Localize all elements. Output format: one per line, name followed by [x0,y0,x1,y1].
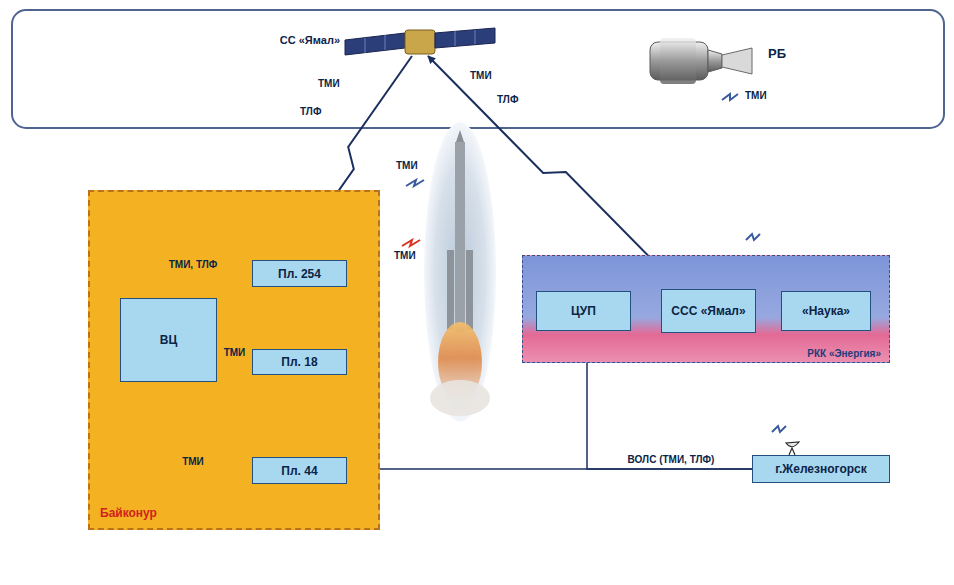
region-box: РКК «Энергия» ЦУП ССС «Ямал» «Наука» [522,255,890,363]
node-label: ВЦ [160,333,177,347]
process-box: г.Железногорск [752,455,890,483]
process-box: Пл. 44 [252,457,347,484]
node-label: Пл. 44 [281,464,317,478]
node-label: СС «Ямал» [280,34,340,46]
process-box: ССС «Ямал» [661,289,756,333]
signal-name: ТЛФ [497,94,518,106]
signal-name: ТМИ [318,78,340,90]
node-label: ССС «Ямал» [671,304,745,318]
node-label: «Наука» [802,304,850,318]
process-box: ВЦ [120,298,217,382]
rocket-picture [424,122,496,422]
signal-name: ТМИ [394,250,416,262]
process-box: Пл. 18 [252,349,347,375]
edge-label: ТМИ [182,456,204,468]
top-band [12,10,944,128]
signal-name: ТЛФ [300,106,321,118]
upper-stage-picture [650,38,752,84]
edge-label: ТМИ [224,347,246,359]
node-label: г.Железногорск [775,462,867,476]
signal-name: ТМИ [470,70,492,82]
edge-label: ТМИ, ТЛФ [169,259,218,271]
region-box: Байконур Пл. 254ВЦ Пл. 18 Пл. 44 [88,190,380,530]
signal-name: ТМИ [745,90,767,102]
part-name: РБ [768,46,786,62]
node-label: ЦУП [571,304,596,318]
process-box: Пл. 254 [252,260,347,287]
process-box: ЦУП [536,291,631,331]
satellite-picture [345,28,495,55]
signal-name: ТМИ [396,160,418,172]
node-label: РКК «Энергия» [807,348,881,359]
connector [347,468,752,470]
satellite-node: СС «Ямал» [404,28,436,56]
node-label: Байконур [100,506,157,520]
node-label: Пл. 18 [281,355,317,369]
edge-label: ВОЛС (ТМИ, ТЛФ) [628,454,715,466]
process-box: «Наука» [781,291,871,331]
node-label: Пл. 254 [278,267,321,281]
